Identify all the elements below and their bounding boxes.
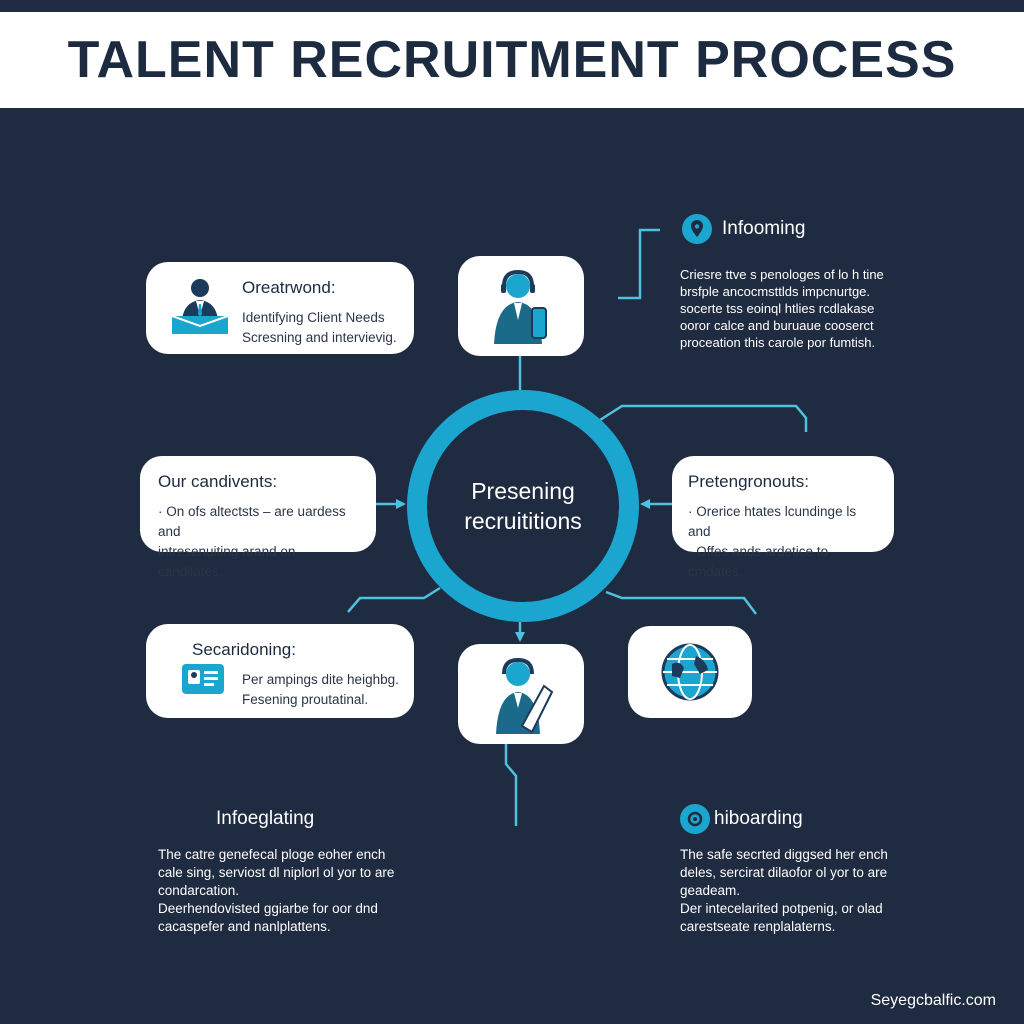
card-line: Fesening proutatinal. bbox=[242, 692, 369, 707]
card-line: intresenuiting arand on candilates. bbox=[158, 544, 296, 579]
check-shield-icon bbox=[680, 804, 710, 834]
hub-line-1: Presening bbox=[471, 478, 575, 504]
connector-hub-right-upper bbox=[599, 404, 808, 432]
text-line: Der intecelarited potpenig, or olad bbox=[680, 901, 883, 916]
text-line: socerte tss eoinql htlies rcdlakase bbox=[680, 301, 875, 316]
card-line: Identifying Client Needs bbox=[242, 310, 385, 325]
location-pin-icon bbox=[682, 214, 712, 244]
card-title: Secaridoning: bbox=[192, 640, 296, 659]
heading-infooming: Infooming bbox=[682, 214, 805, 244]
text-block-infoeglating: The catre genefecal ploge eoher ench cal… bbox=[158, 846, 394, 936]
page-title: TALENT RECRUITMENT PROCESS bbox=[67, 31, 957, 89]
card-line: Scresning and intervievig. bbox=[242, 330, 397, 345]
text-line: cale sing, serviost dl niplorl ol yor to… bbox=[158, 865, 395, 880]
text-line: The safe secrted diggsed her ench bbox=[680, 847, 888, 862]
card-line: Per ampings dite heighbg. bbox=[242, 672, 399, 687]
icon-card-top-center bbox=[458, 256, 584, 356]
side-heading-text: hiboarding bbox=[714, 808, 803, 829]
side-heading-text: Infooming bbox=[722, 218, 806, 239]
headset-agent-icon bbox=[488, 268, 554, 351]
icon-card-bottom-center bbox=[458, 644, 584, 744]
title-band: TALENT RECRUITMENT PROCESS bbox=[0, 12, 1024, 108]
text-line: Criesre ttve s penologes of lo h tine bbox=[680, 267, 884, 282]
card-pretengronouts: Pretengronouts: · Orerice htates lcundin… bbox=[672, 456, 894, 579]
text-line: cacaspefer and nanlplattens. bbox=[158, 919, 331, 934]
card-line: · Orerice htates lcundinge ls and bbox=[688, 504, 857, 539]
central-hub: Presening recruititions bbox=[407, 390, 639, 622]
card-title: Pretengronouts: bbox=[688, 472, 809, 491]
globe-icon bbox=[660, 642, 720, 707]
card-title: Oreatrwond: bbox=[242, 278, 336, 297]
side-heading-text: Infoeglating bbox=[216, 808, 315, 829]
text-line: Deerhendovisted ggiarbe for oor dnd bbox=[158, 901, 378, 916]
card-title: Our candivents: bbox=[158, 472, 278, 491]
hub-line-2: recruititions bbox=[464, 508, 582, 534]
card-line: · Offes ands ardetice to cmdates. bbox=[688, 544, 829, 579]
text-line: proceation this carole por fumtish. bbox=[680, 335, 876, 350]
text-line: geadeam. bbox=[680, 883, 741, 898]
card-line: · On ofs altectsts – are uardess and bbox=[158, 504, 346, 539]
connector-hub-bottom-left bbox=[347, 586, 441, 613]
text-line: deles, sercirat dilaofor ol yor to are bbox=[680, 865, 888, 880]
agent-document-icon bbox=[492, 656, 556, 741]
connector-top-right-bracket bbox=[618, 228, 660, 300]
connector-hub-bottom-right bbox=[605, 590, 757, 615]
text-line: The catre genefecal ploge eoher ench bbox=[158, 847, 386, 862]
text-block-hiboarding: The safe secrted diggsed her ench deles,… bbox=[680, 846, 888, 936]
heading-infoeglating: Infoeglating bbox=[216, 808, 314, 830]
text-line: brsfple ancocmsttlds impcnurtge. bbox=[680, 284, 871, 299]
text-line: carestseate renplalaterns. bbox=[680, 919, 836, 934]
text-line: condarcation. bbox=[158, 883, 240, 898]
id-card-icon bbox=[180, 660, 226, 703]
footer-brand: Seyegcbalfic.com bbox=[870, 992, 996, 1009]
text-block-infooming: Criesre ttve s penologes of lo h tine br… bbox=[680, 266, 884, 351]
heading-hiboarding: hiboarding bbox=[680, 804, 803, 834]
card-identifying-client-needs: Oreatrwond: Identifying Client Needs Scr… bbox=[146, 262, 414, 354]
icon-card-bottom-right bbox=[628, 626, 752, 718]
card-our-candidates: Our candivents: · On ofs altectsts – are… bbox=[140, 456, 376, 579]
card-secaridoning: Secaridoning: Per ampings dite heighbg. … bbox=[146, 624, 414, 718]
businessman-laptop-icon bbox=[168, 276, 232, 343]
text-line: ooror calce and buruaue cooserct bbox=[680, 318, 874, 333]
connector-bottom-down bbox=[504, 744, 518, 826]
